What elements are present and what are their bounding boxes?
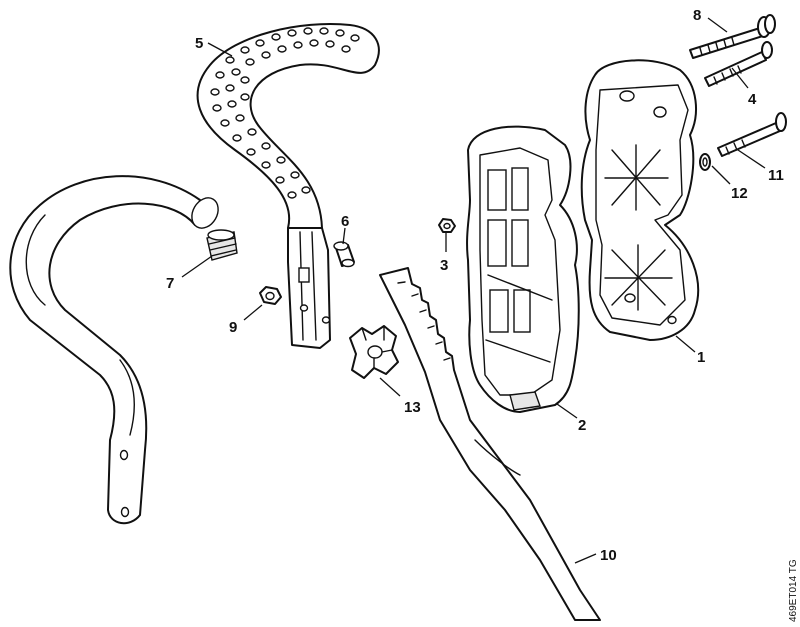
carriage-bolt-long bbox=[689, 14, 776, 59]
star-knob bbox=[349, 325, 399, 379]
notched-rail bbox=[379, 267, 601, 621]
callout-12: 12 bbox=[731, 185, 748, 202]
carriage-bolt-medium bbox=[704, 41, 773, 87]
callout-9: 9 bbox=[229, 319, 237, 336]
leader-11 bbox=[737, 149, 766, 169]
callout-2: 2 bbox=[578, 417, 586, 434]
housing-half-rear bbox=[580, 59, 700, 341]
leader-13 bbox=[379, 377, 401, 397]
leader-10 bbox=[574, 553, 597, 564]
leader-lines bbox=[181, 17, 766, 564]
front-handle-tube bbox=[9, 175, 219, 525]
leader-8 bbox=[707, 17, 728, 33]
leader-12 bbox=[711, 165, 731, 185]
leader-2 bbox=[556, 403, 578, 419]
housing-half-front bbox=[466, 125, 580, 413]
callout-3: 3 bbox=[440, 257, 448, 274]
callout-8: 8 bbox=[693, 7, 701, 24]
leader-4 bbox=[731, 67, 749, 89]
callout-11: 11 bbox=[768, 167, 784, 184]
washer bbox=[699, 153, 711, 171]
drawing-code: 469ET014 TG bbox=[788, 559, 799, 622]
spacer-sleeve bbox=[333, 241, 355, 268]
callout-7: 7 bbox=[166, 275, 174, 292]
small-nut bbox=[438, 218, 456, 233]
handle-mounting-bracket bbox=[287, 227, 331, 349]
callout-6: 6 bbox=[341, 213, 349, 230]
leader-6 bbox=[342, 227, 346, 245]
hex-nut bbox=[259, 286, 282, 305]
leader-1 bbox=[675, 335, 696, 353]
perforated-handle-grip bbox=[196, 23, 380, 229]
rubber-plug bbox=[206, 229, 238, 261]
callout-1: 1 bbox=[697, 349, 705, 366]
callout-10: 10 bbox=[600, 547, 617, 564]
callout-4: 4 bbox=[748, 91, 757, 108]
grip-perforations bbox=[210, 27, 360, 199]
leader-9 bbox=[243, 304, 263, 321]
callout-labels: 1 2 3 4 5 6 7 8 9 10 11 12 13 bbox=[166, 7, 784, 564]
callout-5: 5 bbox=[195, 35, 203, 52]
leader-5 bbox=[207, 42, 233, 57]
leader-7 bbox=[181, 255, 213, 278]
carriage-bolt-short bbox=[717, 112, 787, 157]
callout-13: 13 bbox=[404, 399, 421, 416]
